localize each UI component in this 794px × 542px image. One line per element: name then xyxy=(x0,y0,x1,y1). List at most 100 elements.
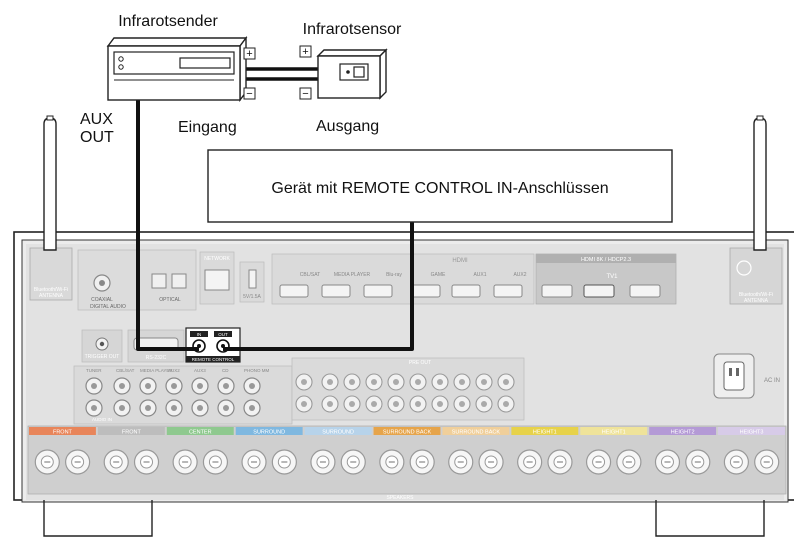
rca-jack xyxy=(217,399,235,417)
speaker-group: SURROUND BACK xyxy=(442,427,510,475)
pre-out-jack xyxy=(387,395,405,413)
speaker-terminal xyxy=(271,449,297,475)
speaker-terminal xyxy=(34,449,60,475)
speaker-terminal xyxy=(654,449,681,475)
speaker-group: HEIGHT2 xyxy=(649,427,717,475)
speaker-terminal xyxy=(172,449,198,475)
speaker-terminal xyxy=(547,449,573,475)
speaker-group: HEIGHT1 xyxy=(511,427,579,475)
analog-input-6: CD xyxy=(222,368,229,373)
ir-transmitter-label: Infrarotsender xyxy=(118,13,218,30)
rca-jack xyxy=(113,377,131,395)
rca-jack xyxy=(243,399,261,417)
speaker-group-label: SURROUND xyxy=(322,430,354,436)
transmitter-plus: + xyxy=(246,48,252,60)
device-box-label: Gerät mit REMOTE CONTROL IN-Anschlüssen xyxy=(271,180,608,197)
pre-out-jack xyxy=(497,395,515,413)
pre-out-jack xyxy=(365,373,383,391)
speaker-terminal xyxy=(478,449,504,475)
rca-jack xyxy=(113,399,131,417)
pre-out-jack xyxy=(453,373,471,391)
right-foot xyxy=(655,500,765,537)
hdmi-output-label: HDMI 8K / HDCP2.3 xyxy=(581,257,631,263)
ac-in-label: AC IN xyxy=(764,378,780,384)
transmitter-minus: − xyxy=(246,88,252,100)
speaker-group-label: FRONT xyxy=(53,430,73,436)
pre-out-jack xyxy=(295,373,313,391)
network-label: NETWORK xyxy=(204,256,230,262)
speakers-label: SPEAKERS xyxy=(387,495,415,501)
hdmi-ports xyxy=(279,284,523,298)
bt-antenna-right-label-2: ANTENNA xyxy=(744,298,769,304)
speaker-group-label: HEIGHT3 xyxy=(740,430,764,436)
analog-audio-section xyxy=(73,365,293,425)
bt-antenna-right-label: Bluetooth/Wi-Fi xyxy=(739,292,773,298)
rca-jack xyxy=(165,399,183,417)
rca-jack xyxy=(139,377,157,395)
speaker-section: FRONT FRONT CENTER SURROUND SURROUND SURROUND… xyxy=(27,425,787,495)
aux-out-label-line1: AUX xyxy=(80,111,113,128)
usb-label: 5V/1.5A xyxy=(243,294,261,300)
pre-out-jack xyxy=(343,373,361,391)
speaker-terminal xyxy=(379,449,405,475)
speaker-group: SURROUND BACK xyxy=(373,427,441,475)
sensor-minus: − xyxy=(302,88,308,100)
analog-input-3: MEDIA PLAYER xyxy=(140,368,173,373)
speaker-group-label: HEIGHT2 xyxy=(671,430,695,436)
speaker-terminal xyxy=(585,449,612,475)
speaker-group: FRONT xyxy=(29,427,96,475)
speaker-terminal xyxy=(723,449,749,475)
remote-in-label: IN xyxy=(197,332,202,337)
pre-out-jack xyxy=(409,395,427,413)
speaker-group-label: SURROUND xyxy=(253,430,285,436)
hdmi-input-3: Blu-ray xyxy=(386,272,402,278)
rca-jack xyxy=(85,399,103,417)
analog-input-7: PHONO MM xyxy=(244,368,270,373)
pre-out-jack xyxy=(431,395,449,413)
speaker-group-label: CENTER xyxy=(189,430,212,436)
speaker-group-label: SURROUND BACK xyxy=(383,430,432,436)
speaker-group-label: SURROUND BACK xyxy=(452,430,501,436)
speaker-terminal xyxy=(103,449,129,475)
ir-sensor-label: Infrarotsensor xyxy=(303,21,402,38)
bt-antenna-left-label: Bluetooth/Wi-Fi xyxy=(34,287,68,293)
speaker-group: HEIGHT1 xyxy=(580,427,648,475)
left-foot xyxy=(43,500,153,537)
speaker-terminal xyxy=(133,449,160,475)
pre-out-jack xyxy=(321,395,339,413)
analog-input-2: CBL/SAT xyxy=(116,368,135,373)
pre-out-jack xyxy=(409,373,427,391)
speaker-terminal xyxy=(65,449,91,475)
speaker-group: CENTER xyxy=(166,427,234,475)
rca-jack xyxy=(191,399,209,417)
analog-jacks xyxy=(85,377,261,417)
speaker-terminal xyxy=(517,449,543,475)
audio-in-label: AUDIO IN xyxy=(92,417,112,422)
device-box xyxy=(207,149,673,223)
right-antenna xyxy=(753,115,767,251)
speaker-terminal xyxy=(685,449,711,475)
aux-out-label-line2: OUT xyxy=(80,129,114,146)
trigger-out-label: TRIGGER OUT xyxy=(85,354,120,360)
speaker-terminal xyxy=(616,449,642,475)
pre-out-jack xyxy=(431,373,449,391)
rca-jack xyxy=(139,399,157,417)
rca-jack xyxy=(191,377,209,395)
hdmi-input-2: MEDIA PLAYER xyxy=(334,272,371,278)
speaker-group-label: HEIGHT1 xyxy=(533,430,557,436)
pre-out-jack xyxy=(453,395,471,413)
optical-label: OPTICAL xyxy=(159,297,181,303)
speaker-terminal xyxy=(340,449,366,475)
remote-out-label: OUT xyxy=(218,332,228,337)
pre-out-jack xyxy=(365,395,383,413)
hdmi-input-section xyxy=(271,253,535,305)
speaker-group-label: FRONT xyxy=(122,430,142,436)
speaker-group: FRONT xyxy=(97,427,165,475)
speaker-group: HEIGHT3 xyxy=(718,427,785,475)
bluetooth-icon xyxy=(736,260,752,276)
rca-jack xyxy=(165,377,183,395)
analog-input-1: TUNER xyxy=(86,368,102,373)
pre-out-jack xyxy=(387,373,405,391)
speaker-terminal xyxy=(202,449,229,475)
